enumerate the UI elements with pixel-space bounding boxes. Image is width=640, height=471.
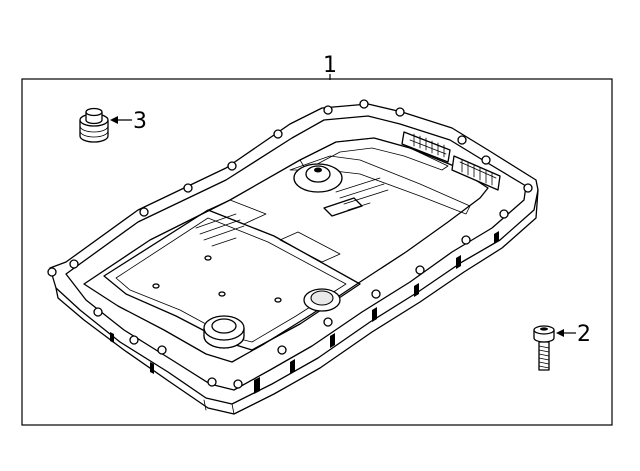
callout-plug[interactable]: 3 — [133, 109, 147, 134]
pan-flange-bolt-holes — [47, 99, 533, 389]
oil-pan[interactable] — [47, 99, 539, 415]
pan-skirt — [55, 189, 539, 415]
pan-side-ribs — [110, 231, 499, 394]
pan-hatch-marks — [195, 177, 389, 247]
pan-drain-boss — [293, 163, 343, 193]
plug[interactable] — [79, 107, 109, 143]
filter-suction-boss — [303, 288, 341, 312]
filter-seal — [203, 315, 245, 349]
pan-connector-strips — [401, 131, 501, 191]
callout-bolt-arrow — [556, 329, 576, 337]
filter-holes — [152, 255, 282, 303]
pan-flange-inner — [65, 115, 527, 391]
bolt[interactable] — [533, 325, 555, 371]
callout-bolt[interactable]: 2 — [577, 322, 591, 347]
callout-oil-pan[interactable]: 1 — [323, 53, 337, 78]
callout-plug-arrow — [110, 116, 132, 124]
diagram-frame — [21, 78, 613, 426]
